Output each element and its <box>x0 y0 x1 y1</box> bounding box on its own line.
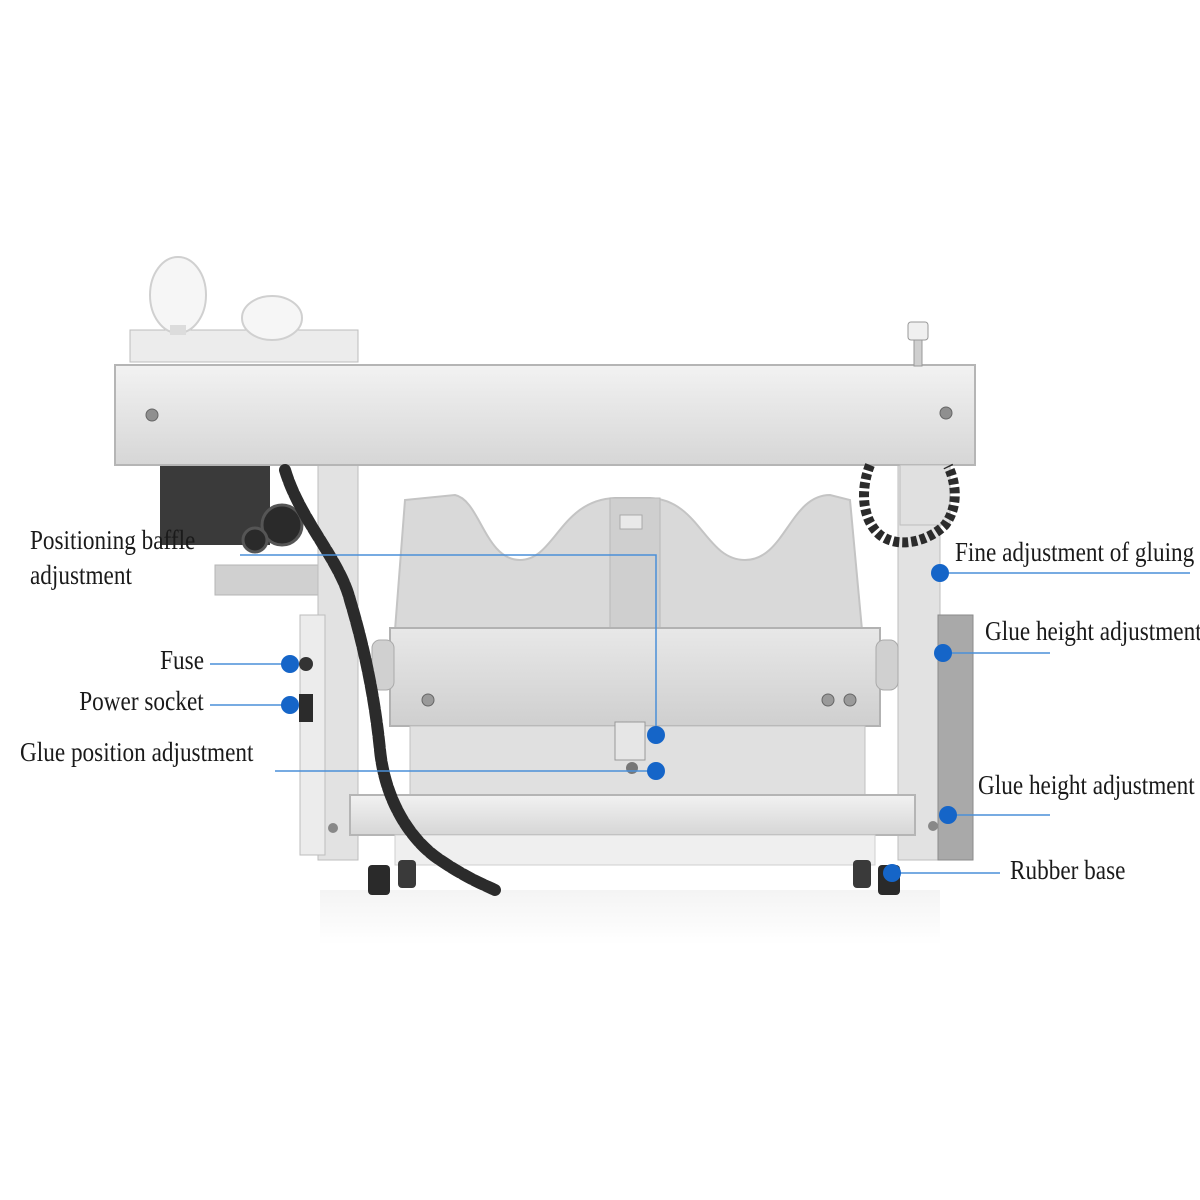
callout-dot-rubber-base <box>883 864 901 882</box>
label-fine-adjustment-gluing: Fine adjustment of gluing <box>955 537 1195 567</box>
handle-plate <box>129 329 359 363</box>
small-handle-knob <box>241 295 303 341</box>
label-power-socket: Power socket <box>79 686 204 716</box>
top-beam <box>114 364 976 466</box>
gear-wheel <box>260 503 304 547</box>
callout-dot-glue-position <box>647 762 665 780</box>
callout-lines <box>210 554 1190 874</box>
top-adjust-stem <box>913 339 923 367</box>
coiled-cable <box>859 463 960 548</box>
label-rubber-base: Rubber base <box>1010 855 1126 885</box>
glue-position-block <box>614 721 646 761</box>
callout-line-positioning-baffle <box>240 554 657 735</box>
callout-dot-power-socket <box>281 696 299 714</box>
label-fuse: Fuse <box>160 645 204 675</box>
label-glue-height-adjustment-lower: Glue height adjustment <box>978 770 1195 800</box>
label-glue-height-adjustment-upper: Glue height adjustment <box>985 616 1200 646</box>
callout-dots <box>281 564 957 882</box>
tank-bolt-left <box>421 693 435 707</box>
rubber-foot-right-2 <box>853 860 871 888</box>
right-hanger <box>899 464 951 526</box>
bracket-tab <box>619 514 643 530</box>
fuse-holder <box>299 657 313 671</box>
callout-dot-fuse <box>281 655 299 673</box>
floor-shadow <box>320 890 940 945</box>
large-knob-stem <box>170 325 186 335</box>
rubber-foot-left <box>368 865 390 895</box>
beam-bolt-left <box>328 823 338 833</box>
left-bracket-plate <box>214 564 326 596</box>
side-control-housing <box>299 614 326 856</box>
glue-roller-right <box>875 639 899 691</box>
beam-bolt-right <box>928 821 938 831</box>
base-tray <box>394 834 876 866</box>
callout-dot-positioning-baffle <box>647 726 665 744</box>
top-beam-bolt-right <box>939 406 953 420</box>
label-glue-position-adjustment: Glue position adjustment <box>20 737 254 767</box>
label-positioning-baffle-line1: Positioning baffle <box>30 525 196 555</box>
main-cable <box>279 464 501 896</box>
tank-bolt-right-b <box>843 693 857 707</box>
power-socket-port <box>299 694 313 722</box>
tank-bolt-right-a <box>821 693 835 707</box>
callout-dot-glue-height-upper <box>934 644 952 662</box>
label-positioning-baffle-line2: adjustment <box>30 560 132 590</box>
gear-wheel-small <box>241 526 269 554</box>
rubber-foot-left-2 <box>398 860 416 888</box>
front-bottom-beam <box>349 794 916 836</box>
callout-dot-fine-adjustment <box>931 564 949 582</box>
callout-dot-glue-height-lower <box>939 806 957 824</box>
top-beam-bolt-left <box>145 408 159 422</box>
